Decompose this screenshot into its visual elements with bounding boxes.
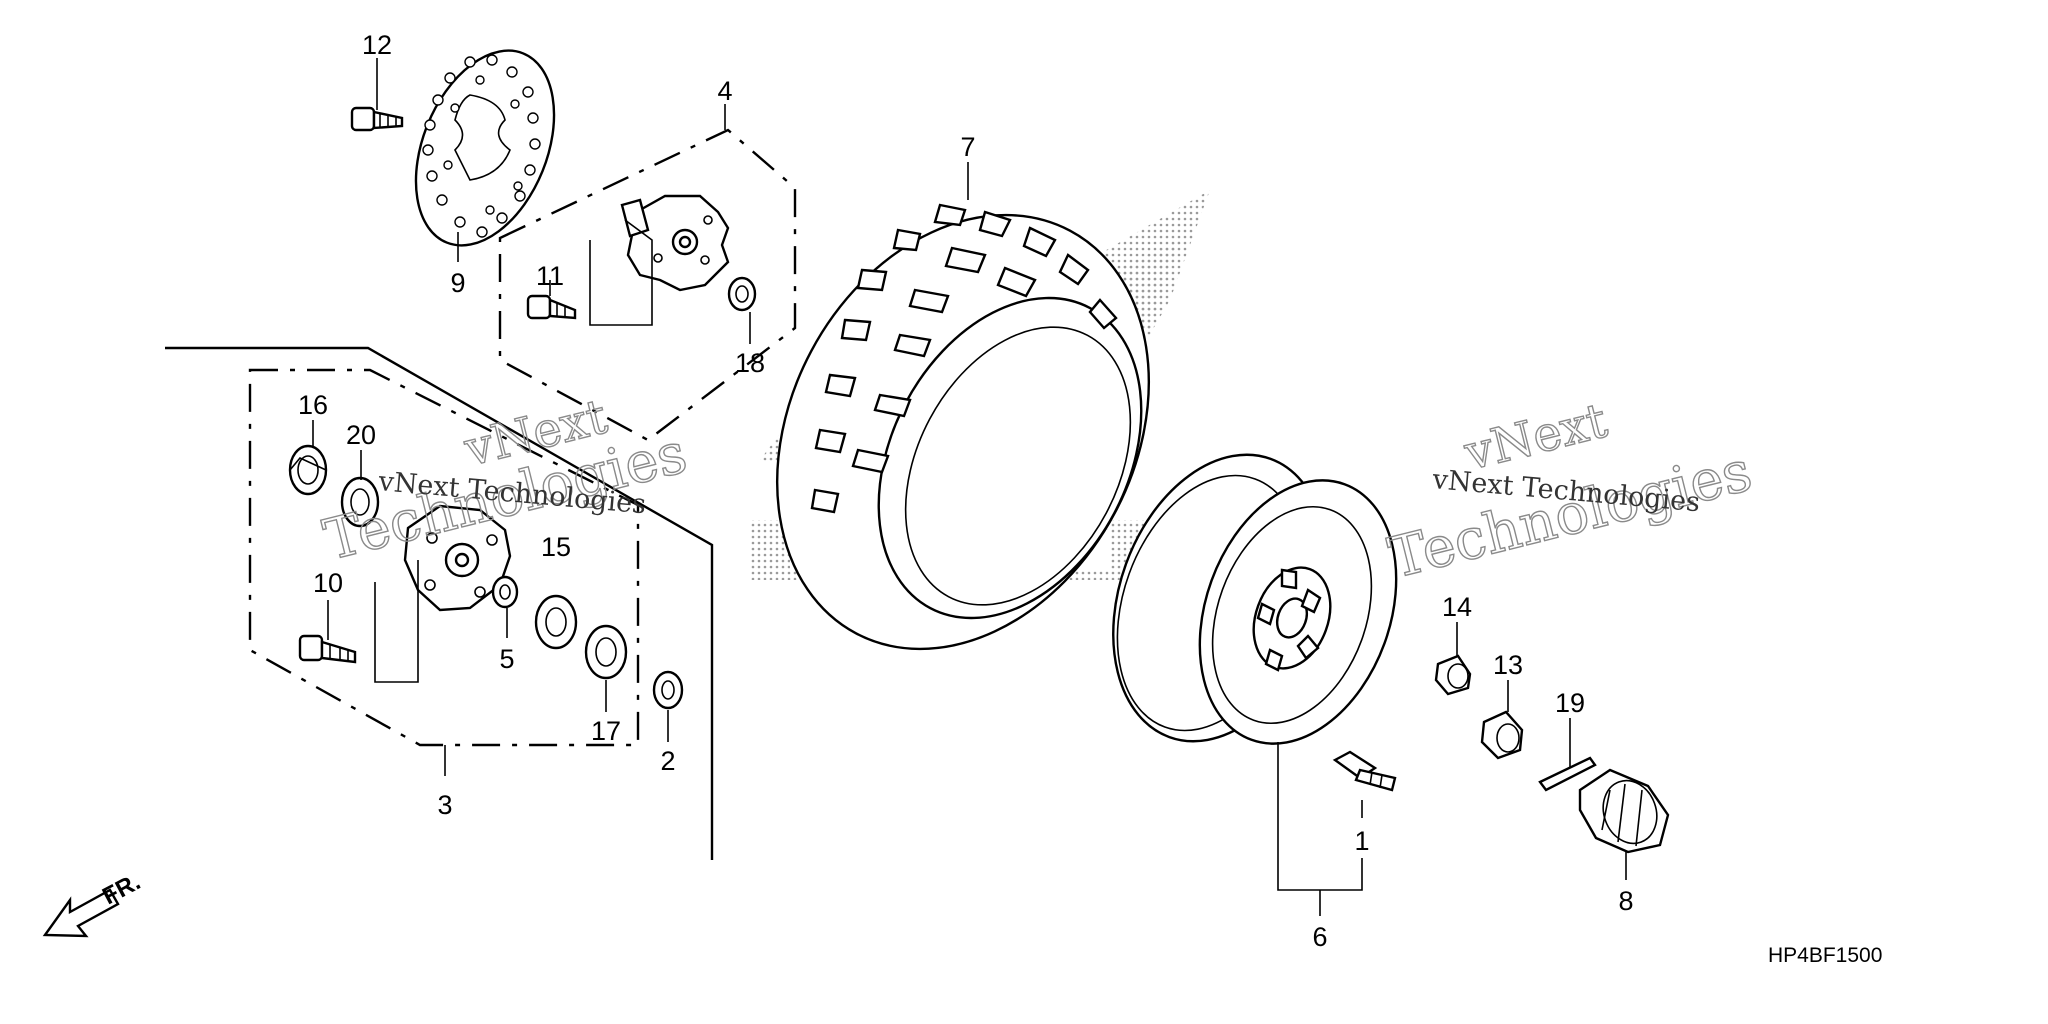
callout-11: 11 xyxy=(536,261,564,291)
bolt-10 xyxy=(298,634,357,664)
wheel-rim xyxy=(1112,453,1398,745)
cotter-pin-19 xyxy=(1538,756,1597,792)
callout-13: 13 xyxy=(1493,650,1523,680)
leader-lines xyxy=(312,58,1627,916)
front-direction-arrow: FR. xyxy=(42,868,145,938)
collar-5 xyxy=(491,575,519,609)
callout-16: 16 xyxy=(298,390,328,420)
collar-18 xyxy=(727,276,757,312)
callout-3: 3 xyxy=(437,790,452,820)
nut-13 xyxy=(1480,710,1524,760)
bolt-12 xyxy=(350,106,404,132)
group-4-outline xyxy=(498,128,797,442)
callout-8: 8 xyxy=(1618,886,1633,916)
callout-2: 2 xyxy=(660,746,675,776)
hub-cap-8 xyxy=(1578,768,1670,854)
callout-10: 10 xyxy=(313,568,343,598)
callout-7: 7 xyxy=(960,132,975,162)
hub-upper xyxy=(620,194,730,292)
callout-20: 20 xyxy=(346,420,376,450)
callout-17: 17 xyxy=(591,716,621,746)
bolt-11 xyxy=(526,294,577,320)
callout-4: 4 xyxy=(717,76,732,106)
callout-5: 5 xyxy=(499,644,514,674)
tire xyxy=(776,203,1150,651)
group-3-outline xyxy=(248,368,640,747)
callout-18: 18 xyxy=(735,348,765,378)
group-bracket-line xyxy=(165,346,714,860)
callout-19: 19 xyxy=(1555,688,1585,718)
hub-lower xyxy=(403,504,512,612)
svg-text:Technologies: Technologies xyxy=(1383,439,1758,592)
bearing-17 xyxy=(584,624,628,680)
callout-9: 9 xyxy=(450,268,465,298)
callout-15: 15 xyxy=(541,532,571,562)
bearing-16 xyxy=(288,444,328,496)
callout-1: 1 xyxy=(1354,826,1369,856)
brake-disc xyxy=(414,49,556,247)
bearing-15 xyxy=(534,594,578,650)
seal-20 xyxy=(340,476,380,528)
callout-12: 12 xyxy=(362,30,392,60)
collar-2 xyxy=(652,670,684,710)
diagram-code: HP4BF1500 xyxy=(1768,944,1882,967)
callout-6: 6 xyxy=(1312,922,1327,952)
callouts: 12 4 9 7 11 18 16 20 10 15 5 17 2 3 14 1… xyxy=(298,30,1634,952)
watermark-right: vNext Technologies vNext Technologies xyxy=(1382,392,1759,592)
valve-1 xyxy=(1332,750,1397,792)
callout-14: 14 xyxy=(1442,592,1472,622)
nut-14 xyxy=(1434,654,1472,696)
